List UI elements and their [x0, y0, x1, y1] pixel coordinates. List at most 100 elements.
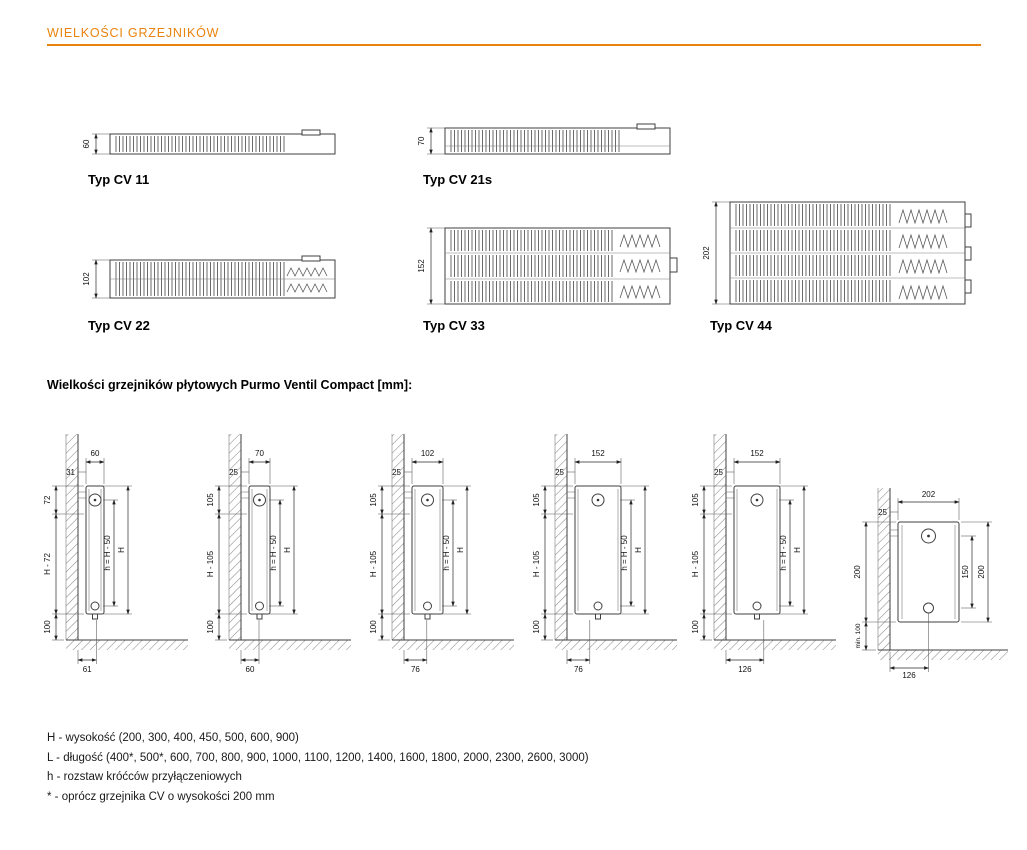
- width-dim-label: 102: [421, 449, 435, 458]
- floor-hatch: [555, 640, 677, 650]
- top-offset-dim-label: 105: [369, 493, 378, 507]
- top-view-cv21s: 70: [417, 123, 671, 155]
- convector-zigzag: [619, 284, 661, 300]
- side-tab: [964, 279, 972, 294]
- convector-zigzag: [619, 258, 661, 274]
- depth-dim-label: 152: [417, 259, 426, 273]
- fins-area: [113, 136, 285, 152]
- valve: [255, 601, 264, 611]
- conn-offset-dim-label: 61: [83, 665, 92, 674]
- convector-zigzag: [286, 283, 328, 293]
- height-minus-dim-label: H - 105: [691, 550, 700, 577]
- width-dim-label: 152: [750, 449, 764, 458]
- offset-dim-label: 25: [229, 468, 238, 477]
- floor-clearance-dim-label: 100: [369, 620, 378, 634]
- convector-zigzag: [619, 233, 661, 249]
- page-title: WIELKOŚCI GRZEJNIKÓW: [47, 26, 220, 40]
- total-height-dim-label: H: [283, 547, 292, 553]
- depth-dim-label: 70: [417, 136, 426, 145]
- valve: [752, 601, 762, 611]
- floor-hatch: [714, 640, 836, 650]
- footnote-exception: * - oprócz grzejnika CV o wysokości 200 …: [47, 790, 275, 803]
- end-clip: [301, 255, 321, 262]
- height-minus-dim-label: H - 72: [43, 553, 52, 575]
- convector-zigzag: [286, 267, 328, 277]
- height-minus-dim-label: H - 105: [206, 550, 215, 577]
- header-rule: [47, 44, 981, 46]
- air-vent-center: [755, 498, 759, 502]
- end-clip: [636, 123, 656, 130]
- total-height-dim-label: H: [117, 547, 126, 553]
- top-view-cv44: 202: [702, 201, 972, 305]
- air-vent-center: [426, 498, 429, 502]
- drain-plug: [92, 613, 98, 620]
- footnote-length: L - długość (400*, 500*, 600, 700, 800, …: [47, 751, 589, 764]
- wall-hatch: [714, 434, 726, 640]
- width-dim-label: 152: [591, 449, 605, 458]
- conn-spacing-dim-label: h = H - 50: [269, 535, 278, 571]
- depth-dim-label: 102: [82, 272, 91, 286]
- total-height-dim-label: H: [793, 547, 802, 553]
- side-tab: [964, 246, 972, 261]
- top-offset-dim-label: 72: [43, 495, 52, 504]
- valve: [423, 601, 432, 611]
- type-label-cv21s: Typ CV 21s: [423, 172, 493, 187]
- air-vent-center: [93, 498, 97, 502]
- fins-area: [733, 280, 893, 302]
- wall-hatch: [229, 434, 241, 640]
- fins-area: [733, 204, 893, 226]
- height-minus-dim-label: H - 105: [532, 550, 541, 577]
- total-height-dim-label: H: [456, 547, 465, 553]
- total-height-dim-label: 200: [977, 565, 986, 579]
- fins-area: [448, 281, 615, 302]
- side-tab: [964, 213, 972, 228]
- convector-zigzag: [898, 208, 948, 225]
- width-dim-label: 202: [922, 490, 936, 499]
- type-label-cv44: Typ CV 44: [710, 318, 772, 333]
- offset-dim-label: 25: [878, 508, 887, 517]
- conn-spacing-dim-label: h = H - 50: [620, 535, 629, 571]
- wall-hatch: [66, 434, 78, 640]
- mounting-side-view: 202 25 200 min. 100 150 200 126: [853, 488, 1008, 680]
- convector-zigzag: [898, 284, 948, 301]
- floor-clearance-dim-label: 100: [691, 620, 700, 634]
- drain-plug: [754, 613, 760, 620]
- air-vent-center: [927, 534, 930, 538]
- wall-hatch: [878, 488, 890, 650]
- side-view-drawing: 152 25 105 H - 105 100: [688, 428, 848, 683]
- floor-hatch: [66, 640, 188, 650]
- offset-dim-label: 25: [714, 468, 723, 477]
- drain-plug: [256, 613, 263, 620]
- top-offset-dim-label: 105: [206, 493, 215, 507]
- conn-offset-dim-label: 60: [246, 665, 255, 674]
- total-height-dim-label: H: [634, 547, 643, 553]
- floor-clearance-dim-label: 100: [206, 620, 215, 634]
- conn-offset-dim-label: 126: [902, 671, 916, 680]
- wall-hatch: [555, 434, 567, 640]
- type-label-cv11: Typ CV 11: [88, 172, 150, 187]
- conn-offset-dim-label: 126: [738, 665, 752, 674]
- width-dim-label: 70: [255, 449, 264, 458]
- side-view-drawing: 102 25 105 H - 105 100: [366, 428, 526, 683]
- conn-spacing-dim-label: h = H - 50: [442, 535, 451, 571]
- drain-plug: [595, 613, 601, 620]
- end-clip: [301, 129, 321, 136]
- width-dim-label: 60: [91, 449, 100, 458]
- footnote-conn-spacing: h - rozstaw króćców przyłączeniowych: [47, 771, 242, 783]
- type-label-cv22: Typ CV 22: [88, 318, 150, 333]
- convector-zigzag: [898, 258, 948, 275]
- conn-spacing-dim-label: h = H - 50: [103, 535, 112, 571]
- floor-hatch: [229, 640, 351, 650]
- valve: [593, 601, 603, 611]
- conn-spacing-dim-label: h = H - 50: [779, 535, 788, 571]
- top-view-cv22: 102: [82, 255, 336, 299]
- depth-dim-label: 202: [702, 246, 711, 260]
- top-view-cv11: 60: [82, 129, 336, 155]
- side-view-drawing: 152 25 105 H - 105 100: [529, 428, 689, 683]
- side-view-drawing: 60 31 72 H - 72 100: [40, 428, 200, 683]
- top-offset-dim-label: 105: [532, 493, 541, 507]
- side-connection: [669, 257, 678, 273]
- fins-area: [448, 130, 620, 152]
- offset-dim-label: 25: [392, 468, 401, 477]
